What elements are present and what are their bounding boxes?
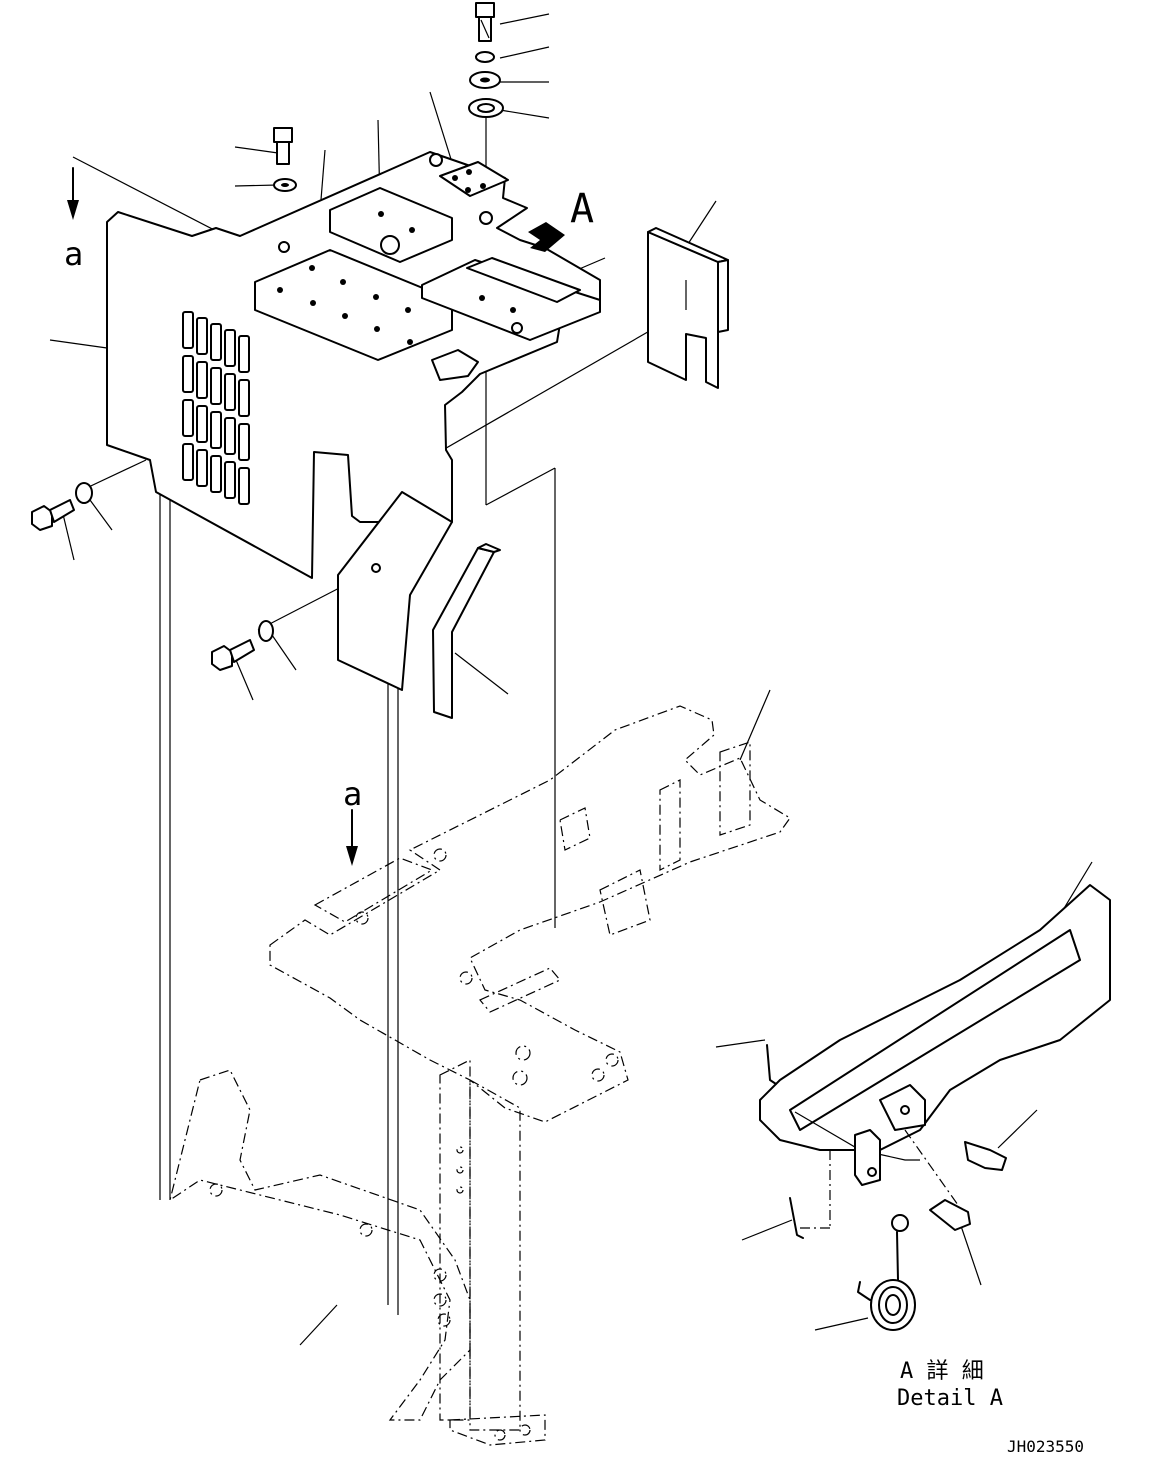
detail-a-view [759, 884, 1111, 1331]
seal-strip [432, 543, 501, 719]
detail-en-title: Detail A [897, 1386, 1003, 1411]
view-a-label-mid: a [343, 775, 362, 813]
side-bolts [31, 482, 274, 671]
top-bolt-stack [273, 2, 504, 192]
detail-a-arrow [528, 222, 565, 252]
side-block [647, 227, 729, 389]
louver-grille [182, 311, 250, 505]
drawing-code: JH023550 [1007, 1437, 1084, 1456]
detail-arrow-label: A [570, 186, 594, 232]
arrows [67, 167, 565, 866]
main-cover-panel [106, 151, 601, 691]
panel-holes [277, 153, 523, 381]
lower-frame [169, 705, 791, 1446]
view-a-label-top: a [64, 235, 83, 273]
callout-leaders [49, 13, 1093, 1346]
detail-jp-title: A 詳 細 [900, 1359, 984, 1384]
text-labels: a a A A 詳 細 Detail A JH023550 [64, 186, 1084, 1456]
